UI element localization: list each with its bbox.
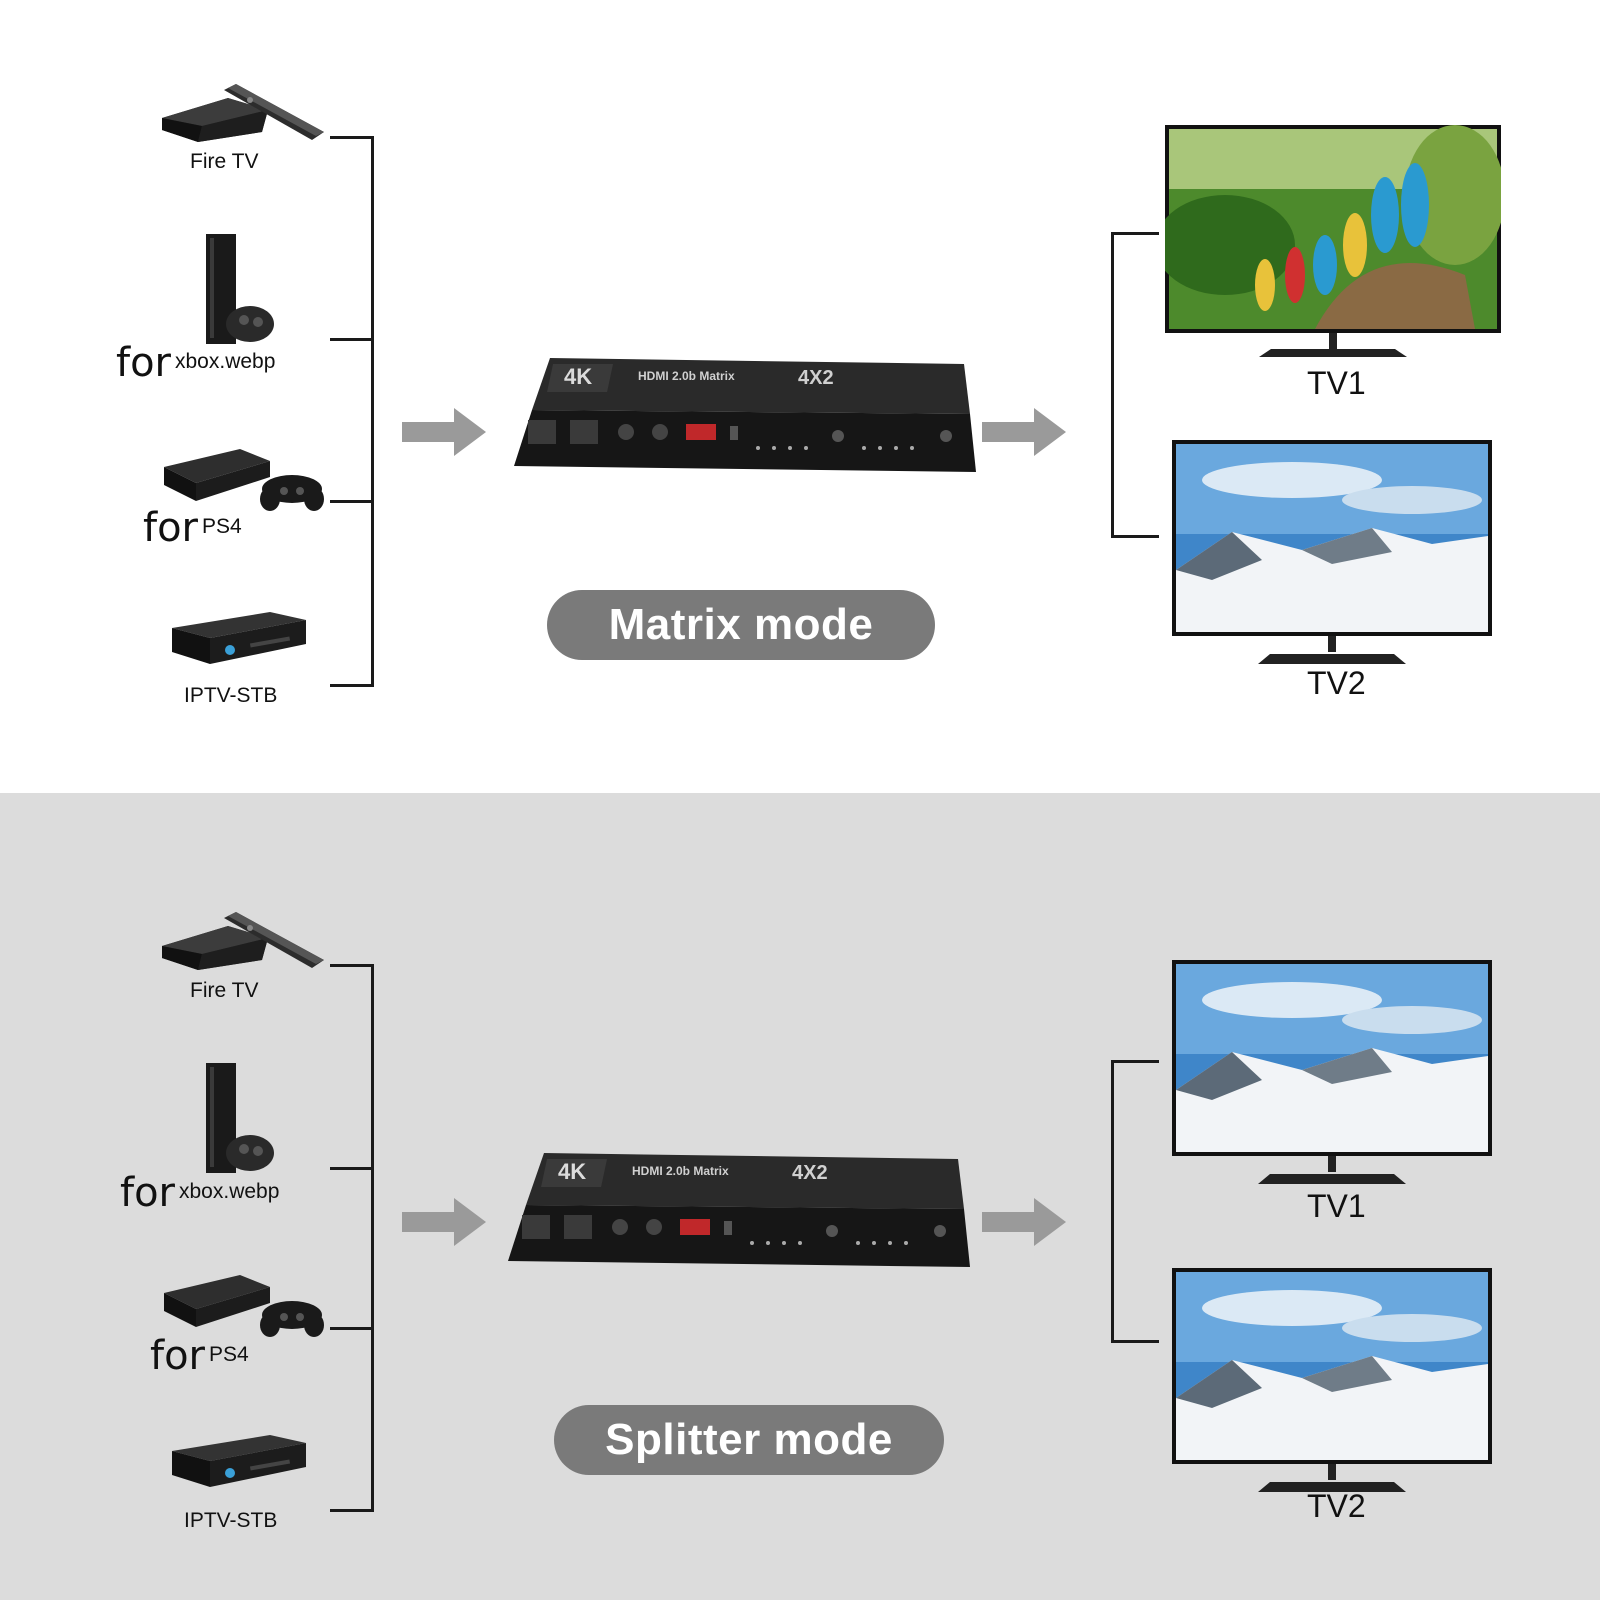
bracket-line: [1111, 1340, 1159, 1343]
hdmi-matrix-device: 4K HDMI 2.0b Matrix 4X2: [508, 1153, 970, 1267]
bracket-line: [330, 500, 374, 503]
tv1-label: TV1: [1307, 1188, 1366, 1224]
device-title: HDMI 2.0b Matrix: [632, 1164, 729, 1178]
bracket-line: [371, 136, 374, 687]
bracket-line: [1111, 535, 1159, 538]
ps4-suffix: PS4: [202, 515, 242, 538]
fire-tv-icon: [162, 84, 324, 142]
arrow-right-icon: [982, 408, 1066, 456]
bracket-line: [1111, 1060, 1159, 1063]
bracket-line: [1111, 232, 1114, 538]
xbox-console-icon: [206, 1063, 274, 1173]
tv1-label: TV1: [1307, 365, 1366, 401]
iptv-label: IPTV-STB: [184, 684, 278, 707]
bracket-line: [330, 684, 374, 687]
device-title: HDMI 2.0b Matrix: [638, 369, 735, 383]
bracket-line: [330, 1327, 374, 1330]
tv1-screen-icon: [1172, 960, 1492, 1184]
bracket-line: [1111, 1060, 1114, 1343]
bracket-line: [371, 964, 374, 1512]
bracket-line: [1111, 232, 1159, 235]
device-model: 4X2: [792, 1162, 828, 1184]
xbox-suffix: xbox.webp: [179, 1180, 280, 1203]
fire-tv-label: Fire TV: [190, 150, 259, 173]
tv2-label: TV2: [1307, 1488, 1366, 1524]
bracket-line: [330, 964, 374, 967]
splitter-mode-badge: Splitter mode: [554, 1405, 944, 1475]
bracket-line: [330, 1509, 374, 1512]
arrow-right-icon: [402, 408, 486, 456]
iptv-stb-icon: [172, 612, 306, 664]
xbox-console-icon: [206, 234, 274, 344]
iptv-stb-icon: [172, 1435, 306, 1487]
device-4k-badge: 4K: [564, 364, 592, 389]
bracket-line: [330, 338, 374, 341]
tv2-screen-icon: [1172, 440, 1492, 664]
bracket-line: [330, 136, 374, 139]
device-4k-badge: 4K: [558, 1159, 586, 1184]
device-model: 4X2: [798, 367, 834, 389]
tv2-label: TV2: [1307, 665, 1366, 701]
matrix-mode-badge: Matrix mode: [547, 590, 935, 660]
bracket-line: [330, 1167, 374, 1170]
ps4-console-icon: [164, 1275, 324, 1337]
xbox-suffix: xbox.webp: [175, 350, 276, 373]
hdmi-matrix-device: 4K HDMI 2.0b Matrix 4X2: [514, 358, 976, 472]
ps4-suffix: PS4: [209, 1343, 249, 1366]
xbox-for-prefix: for: [116, 340, 171, 386]
iptv-label: IPTV-STB: [184, 1509, 278, 1532]
fire-tv-label: Fire TV: [190, 979, 259, 1002]
ps4-for-prefix: for: [150, 1333, 205, 1379]
xbox-for-prefix: for: [120, 1170, 175, 1216]
arrow-right-icon: [402, 1198, 486, 1246]
fire-tv-icon: [162, 912, 324, 970]
tv2-screen-icon: [1172, 1268, 1492, 1492]
ps4-console-icon: [164, 449, 324, 511]
tv1-screen-icon: [1165, 125, 1501, 357]
arrow-right-icon: [982, 1198, 1066, 1246]
ps4-for-prefix: for: [143, 505, 198, 551]
